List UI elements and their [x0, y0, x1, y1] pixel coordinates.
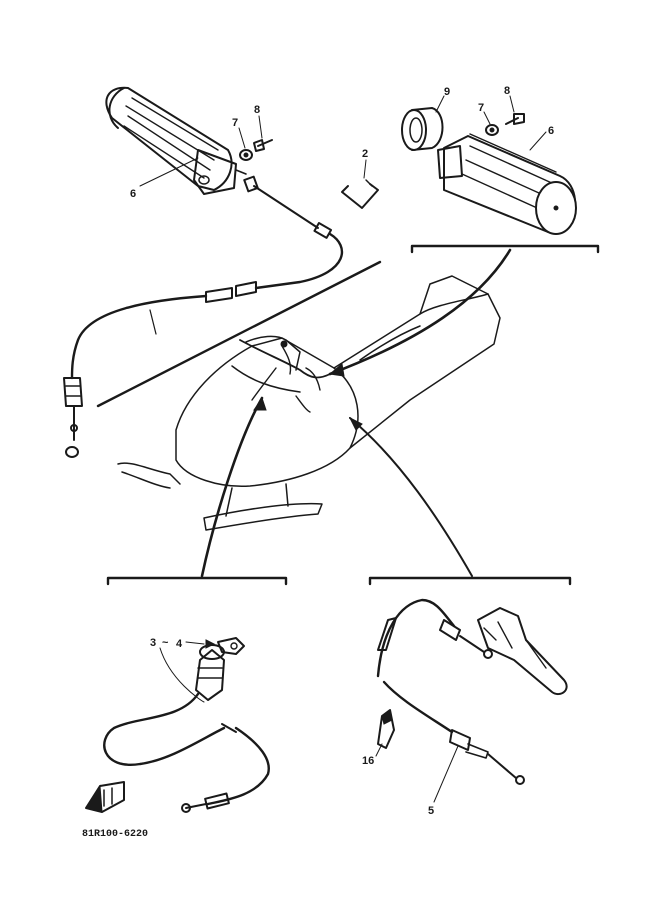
- callout-left-grip: 6: [130, 188, 136, 200]
- left-grip[interactable]: [105, 86, 247, 195]
- pointer-right-grip: [328, 248, 512, 376]
- section-bracket-right-grip: [410, 244, 600, 254]
- section-bracket-brake: [368, 576, 572, 586]
- callout-switch-key: 4: [176, 638, 183, 650]
- leader-left-screw: [258, 115, 263, 139]
- leader-switch: [159, 647, 205, 703]
- snowmobile-outline: [117, 275, 501, 531]
- callout-left-washer: 7: [232, 117, 238, 129]
- callout-right-screw: 8: [504, 85, 510, 97]
- right-screw[interactable]: [505, 113, 525, 125]
- switch-bracket[interactable]: [85, 781, 125, 813]
- leader-right-grip: [529, 131, 547, 151]
- switch-assembly[interactable]: [103, 644, 270, 813]
- callout-right-washer: 7: [478, 102, 484, 114]
- callout-cable-tie: 16: [362, 755, 374, 767]
- brake-lever[interactable]: [477, 607, 568, 696]
- left-washer[interactable]: [239, 149, 253, 161]
- callout-brake-cable: 5: [428, 805, 434, 817]
- callout-right-ring: 9: [444, 86, 450, 98]
- leader-brake-cable: [433, 745, 459, 803]
- leader-right-screw: [509, 95, 515, 113]
- section-bracket-switch: [106, 576, 288, 586]
- callout-switch-dash: ~: [162, 637, 169, 649]
- section-bracket-throttle: [96, 260, 382, 408]
- handlebar-wiring: [239, 339, 331, 413]
- right-grip[interactable]: [437, 133, 577, 235]
- leader-right-washer: [483, 111, 491, 125]
- cable-tie[interactable]: [377, 709, 395, 749]
- pointer-brake: [349, 417, 473, 577]
- part-code: 81R100-6220: [82, 829, 148, 840]
- clip[interactable]: [341, 179, 379, 209]
- brake-cable[interactable]: [376, 598, 525, 785]
- leader-cable-tie: [375, 743, 383, 757]
- callout-left-screw: 8: [254, 104, 260, 116]
- throttle-cable[interactable]: [63, 175, 344, 458]
- leader-switch-key: [185, 641, 205, 645]
- arrow-brake: [348, 416, 363, 431]
- leader-right-ring: [435, 95, 445, 113]
- callout-right-grip: 6: [548, 125, 554, 137]
- callout-switch-assy: 3: [150, 637, 156, 649]
- right-washer[interactable]: [485, 124, 499, 136]
- leader-clip: [363, 159, 367, 179]
- right-ring[interactable]: [401, 107, 444, 151]
- leader-left-grip: [139, 157, 199, 187]
- arrow-switch: [253, 396, 267, 411]
- pointer-switch: [200, 396, 264, 578]
- callout-clip: 2: [362, 148, 368, 160]
- leader-left-washer: [238, 127, 246, 149]
- left-screw[interactable]: [253, 139, 273, 152]
- switch-key[interactable]: [205, 637, 245, 655]
